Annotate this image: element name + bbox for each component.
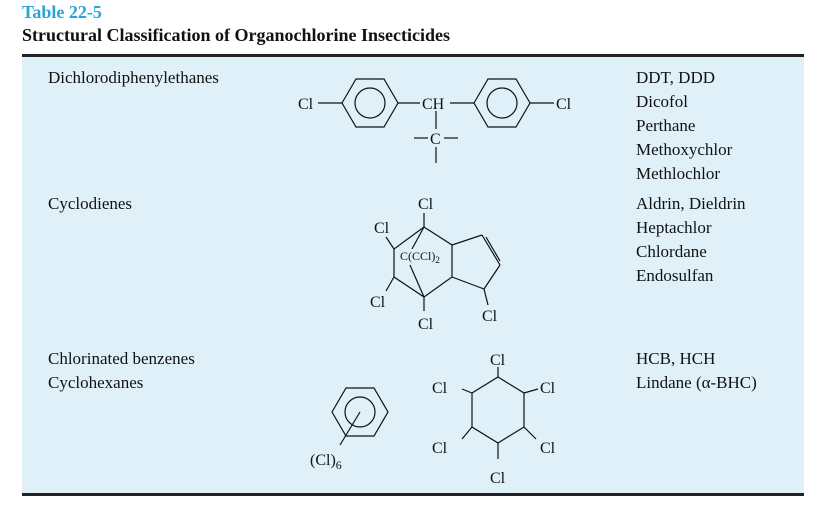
example-item: Chlordane [636, 242, 707, 261]
cyclo-cl-bottom-left: Cl [370, 294, 386, 311]
example-item: Methoxychlor [636, 140, 733, 159]
hch-cl-top: Cl [490, 352, 506, 369]
example-item: Dicofol [636, 92, 688, 111]
hch-cl-top-right: Cl [540, 380, 556, 397]
example-item: Endosulfan [636, 266, 714, 285]
cyclo-cl-bottom-right: Cl [482, 308, 498, 325]
benzene-substituent: (Cl)6 [310, 452, 342, 472]
example-item: Perthane [636, 116, 696, 135]
examples-list-cyclodienes: Aldrin, Dieldrin Heptachlor Chlordane En… [636, 192, 746, 288]
cyclo-cl-top: Cl [418, 196, 434, 213]
ddt-c-label: C [430, 131, 441, 148]
cyclo-bridge-label: C(CCl)2 [400, 249, 440, 265]
ddt-cl-right: Cl [556, 96, 572, 113]
cyclodiene-structure: Cl Cl C(CCl)2 Cl Cl Cl [370, 196, 501, 333]
table-box: Dichlorodiphenylethanes DDT, DDD Dicofol… [22, 54, 804, 496]
class-label-dichlorodiphenylethanes: Dichlorodiphenylethanes [48, 68, 219, 87]
cyclo-cl-left-top: Cl [374, 220, 390, 237]
table-title: Structural Classification of Organochlor… [22, 25, 450, 45]
hch-cl-top-left: Cl [432, 380, 448, 397]
class-label-cyclohexanes: Cyclohexanes [48, 373, 144, 392]
chlorobenzene-structure: (Cl)6 [310, 387, 389, 472]
class-label-chlorinated-benzenes: Chlorinated benzenes [48, 349, 195, 368]
class-label-cyclodienes: Cyclodienes [48, 194, 133, 213]
hch-structure: Cl Cl Cl Cl Cl Cl [432, 352, 556, 487]
examples-list-chlorobenzenes: HCB, HCH Lindane (α-BHC) [636, 347, 757, 395]
hch-cl-bottom: Cl [490, 470, 506, 487]
hch-cl-bottom-right: Cl [540, 440, 556, 457]
hch-cl-bottom-left: Cl [432, 440, 448, 457]
ddt-cl-left: Cl [298, 96, 314, 113]
cyclo-cl-bottom: Cl [418, 316, 434, 333]
example-item: Methlochlor [636, 164, 721, 183]
example-item: Heptachlor [636, 218, 712, 237]
ddt-structure: Cl CH Cl C [298, 78, 572, 163]
table-number: Table 22-5 [22, 2, 102, 22]
example-item: Aldrin, Dieldrin [636, 194, 746, 213]
example-item: DDT, DDD [636, 68, 716, 87]
example-item: HCB, HCH [636, 349, 716, 368]
ddt-ch-label: CH [422, 96, 445, 113]
example-item: Lindane (α-BHC) [636, 373, 757, 392]
examples-list-ddt: DDT, DDD Dicofol Perthane Methoxychlor M… [636, 66, 732, 186]
